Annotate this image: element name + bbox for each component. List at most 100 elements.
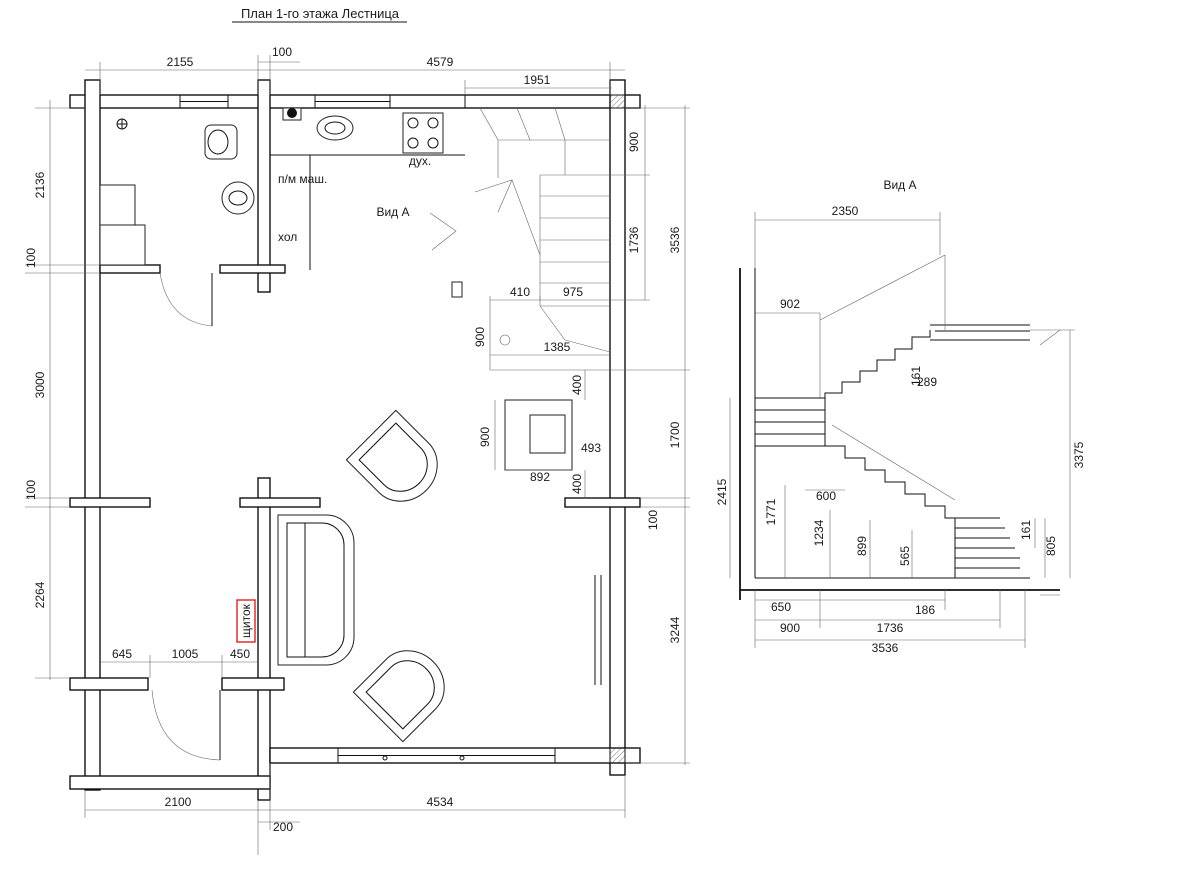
sofa — [277, 514, 355, 666]
electrical-panel-marker — [236, 599, 256, 643]
dim-bottom-2100: 2100 — [165, 795, 192, 809]
stair-dim-410: 410 — [510, 285, 530, 299]
plan-dimensions-top: 2155 100 4579 1951 — [85, 45, 625, 95]
view-dim-3375: 3375 — [1072, 441, 1086, 468]
stair-dim-900: 900 — [473, 327, 487, 347]
electrical-panel-label: щиток — [239, 603, 253, 638]
plan-staircase-line — [499, 334, 511, 346]
plan-windows-line — [459, 755, 465, 761]
dim-left-3000: 3000 — [33, 371, 47, 398]
kitchen-fixtures-line — [407, 137, 419, 149]
plan-walls-line — [69, 677, 149, 691]
plan-walls-line — [609, 94, 626, 109]
dim-top-100: 100 — [272, 45, 292, 59]
view-a-structure-line — [824, 330, 931, 398]
cooktop-icon — [402, 112, 444, 154]
armchair-upper-line — [345, 409, 438, 502]
view-dim-3536: 3536 — [872, 641, 899, 655]
dim-top-2155: 2155 — [167, 55, 194, 69]
kitchen-fixtures-line — [427, 117, 439, 129]
view-dim-2415: 2415 — [715, 478, 729, 505]
dim-left-2136: 2136 — [33, 171, 47, 198]
stair-dim-975: 975 — [563, 285, 583, 299]
plan-staircase-line — [539, 305, 566, 341]
armchair-lower-line — [352, 650, 445, 743]
plan-walls-line — [239, 497, 321, 508]
plan-dimensions-left: 2136 100 3000 100 2264 — [24, 100, 100, 680]
dim-top-1951: 1951 — [524, 73, 551, 87]
view-dim-902: 902 — [780, 297, 800, 311]
dim-right-1736: 1736 — [627, 226, 641, 253]
plan-dimensions-right: 900 1736 3536 1700 100 3244 — [610, 105, 690, 765]
dim-left-100-lower: 100 — [24, 480, 38, 500]
stove-dim-900: 900 — [478, 427, 492, 447]
stove-dim-493: 493 — [581, 441, 601, 455]
armchair-lower — [352, 650, 445, 743]
view-dim-900: 900 — [780, 621, 800, 635]
view-dim-600: 600 — [816, 489, 836, 503]
stair-dim-1385: 1385 — [544, 340, 571, 354]
view-dim-650: 650 — [771, 600, 791, 614]
view-a-title: Вид А — [883, 178, 916, 192]
plan-dimensions-bottom: 645 1005 450 2100 4534 200 — [84, 647, 626, 855]
view-a-structure — [739, 254, 1075, 600]
dim-right-3244: 3244 — [668, 616, 682, 643]
view-dim-1771: 1771 — [764, 498, 778, 525]
column-post — [451, 281, 463, 298]
sofa-line — [305, 522, 345, 658]
dim-right-100: 100 — [646, 510, 660, 530]
plan-staircase-line — [564, 339, 611, 353]
bathroom-cabinet-lower — [99, 224, 146, 266]
dim-bottom-450: 450 — [230, 647, 250, 661]
view-a-dimensions: 2350 902 161 289 3375 2415 1771 600 1234… — [715, 204, 1086, 655]
plan-stove: 900 493 892 400 — [478, 399, 601, 498]
plan-walls-line — [69, 497, 151, 508]
view-a-section: Вид А — [715, 178, 1086, 655]
kitchen-sink-icon — [316, 115, 354, 141]
entry-door-swing — [151, 689, 221, 761]
bathroom-fixtures — [99, 118, 255, 327]
dim-bottom-645: 645 — [112, 647, 132, 661]
plan-staircase: 410 975 900 1385 400 — [473, 107, 611, 400]
dim-right-900: 900 — [627, 132, 641, 152]
stove-firebox — [529, 414, 566, 454]
kitchen-fixtures: дух. п/м маш. хол — [270, 107, 465, 270]
plan-walls-line — [257, 477, 271, 801]
plan-walls-line — [69, 775, 271, 790]
stove-dim-400: 400 — [570, 474, 584, 494]
view-dim-161-lower: 161 — [1019, 520, 1033, 540]
dim-left-2264: 2264 — [33, 581, 47, 608]
view-a-marker: Вид А — [376, 205, 463, 298]
fridge-label: хол — [278, 230, 297, 244]
boiler-icon — [287, 108, 297, 118]
plan-walls-line — [564, 497, 641, 508]
dim-bottom-4534: 4534 — [427, 795, 454, 809]
plan-walls-line — [99, 264, 161, 274]
view-a-structure-line — [825, 445, 955, 519]
kitchen-fixtures-line — [324, 121, 346, 135]
armchair-upper-line — [358, 422, 428, 492]
plan-windows-line — [382, 755, 388, 761]
sofa-line — [277, 514, 355, 666]
bathroom-fixtures-line — [207, 129, 229, 155]
bathroom-door-swing — [159, 272, 213, 327]
plan-walls-line — [219, 264, 286, 274]
sofa-line — [286, 522, 306, 658]
dim-top-4579: 4579 — [427, 55, 454, 69]
plan-walls-line — [257, 79, 271, 293]
electrical-panel: щиток — [236, 599, 256, 643]
view-dim-899: 899 — [855, 536, 869, 556]
entry-door — [151, 689, 221, 761]
plan-staircase-line — [511, 179, 541, 256]
view-a-arrow-icon — [429, 212, 457, 251]
kitchen-fixtures-line — [407, 117, 419, 129]
view-dim-1234: 1234 — [812, 519, 826, 546]
bathroom-fixtures-line — [228, 190, 248, 206]
view-a-structure-line — [1039, 329, 1061, 346]
view-a-structure-line — [819, 254, 946, 321]
view-a-structure-line — [831, 424, 956, 501]
plan-walls-line — [84, 79, 101, 791]
dim-right-1700: 1700 — [668, 421, 682, 448]
